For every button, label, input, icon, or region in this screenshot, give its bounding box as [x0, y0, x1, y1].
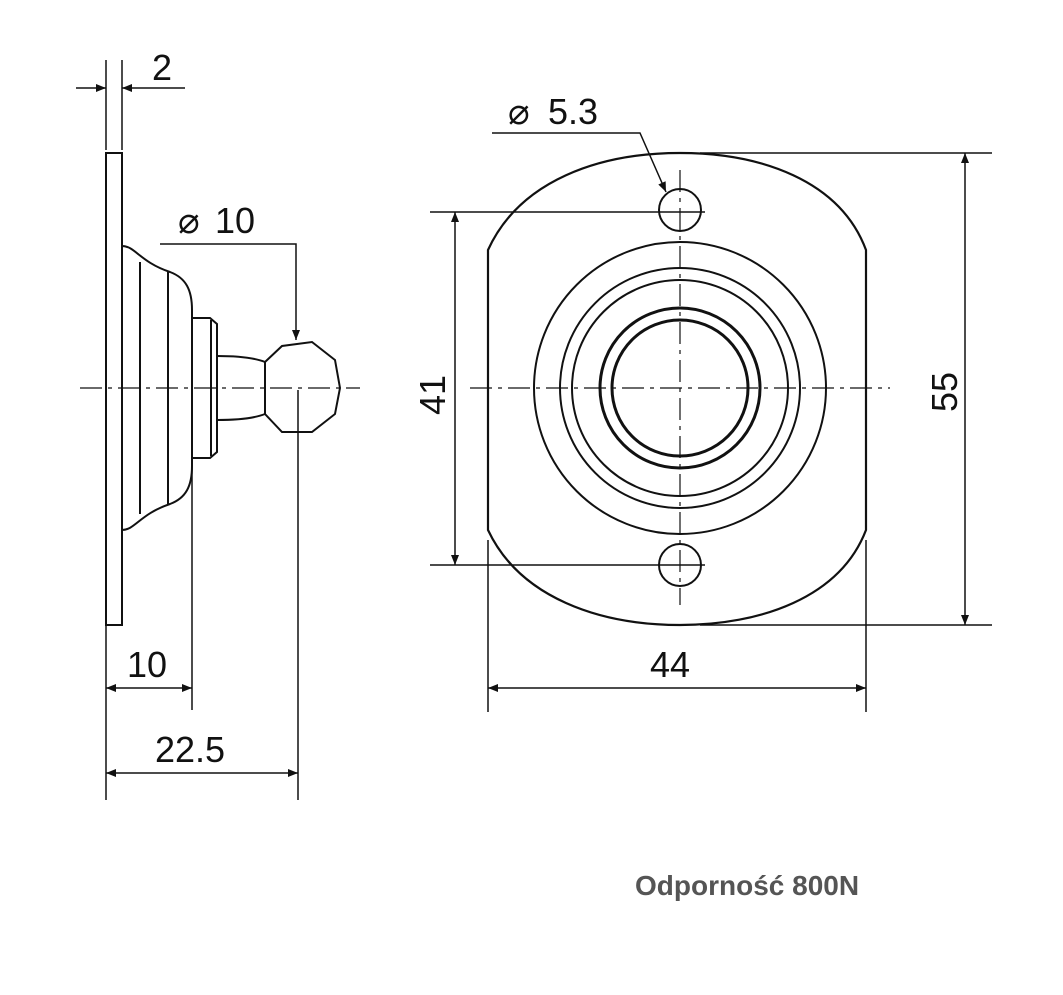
load-rating-note: Odporność 800N — [635, 870, 860, 901]
collar — [192, 317, 218, 459]
dim-height: 55 — [924, 372, 965, 412]
dimension-labels: 2 ⌀ 10 10 22.5 ⌀ 5.3 41 55 44 — [127, 47, 965, 770]
side-view — [76, 60, 360, 800]
base-plate-outline — [486, 151, 868, 627]
dim-width: 44 — [650, 644, 690, 685]
front-view — [430, 132, 992, 712]
dim-ball-offset: 22.5 — [155, 729, 225, 770]
diameter-symbol: ⌀ — [178, 200, 200, 241]
dim-hole-diameter: 5.3 — [548, 91, 598, 132]
flange — [121, 245, 193, 531]
dim-ball-diameter: 10 — [215, 200, 255, 241]
dim-hole-spacing: 41 — [412, 375, 453, 415]
ball-stud — [264, 340, 342, 433]
dim-plate-thickness: 2 — [152, 47, 172, 88]
diameter-symbol-hole: ⌀ — [508, 91, 530, 132]
mounting-plate — [105, 152, 123, 626]
dim-flange-depth: 10 — [127, 644, 167, 685]
